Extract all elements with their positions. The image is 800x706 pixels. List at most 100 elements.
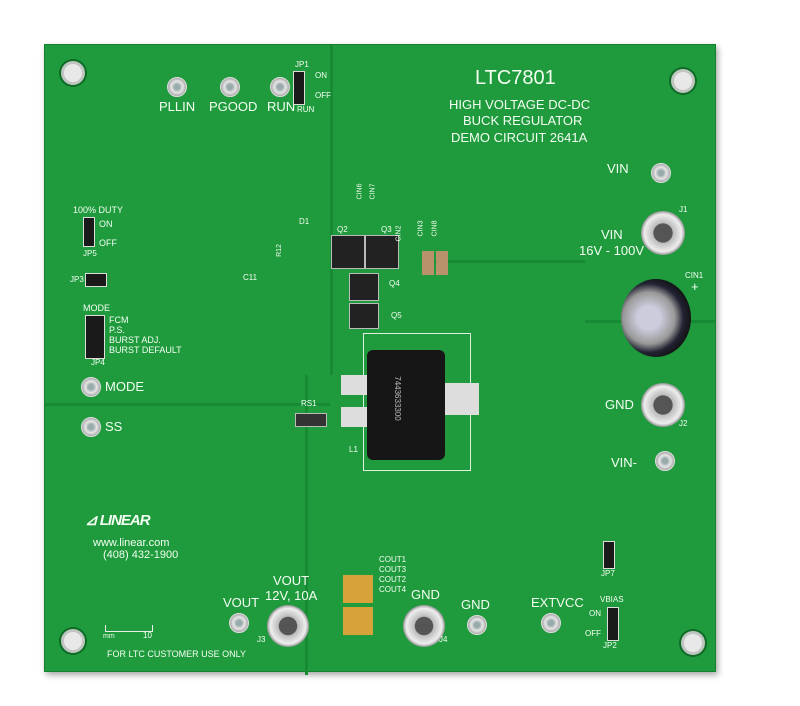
mosfet-q3 xyxy=(365,235,399,269)
label: JP7 xyxy=(601,569,615,578)
label: C11 xyxy=(243,273,258,282)
vout-banana-jack[interactable] xyxy=(267,605,309,647)
label: L1 xyxy=(349,445,358,454)
label: ON xyxy=(315,71,327,80)
label: VOUT xyxy=(223,595,260,610)
label: GND xyxy=(461,597,490,612)
label: CIN6 xyxy=(356,183,364,200)
jp3-jumper[interactable] xyxy=(85,273,107,287)
mode-test-point[interactable] xyxy=(81,377,101,397)
label: FCM xyxy=(109,315,129,325)
mounting-hole xyxy=(61,61,85,85)
vin-test-point[interactable] xyxy=(651,163,671,183)
label: VIN xyxy=(607,161,629,176)
pgood-label: PGOOD xyxy=(209,99,258,114)
trace xyxy=(45,403,330,406)
label: COUT1 xyxy=(379,555,407,564)
jp5-jumper[interactable] xyxy=(83,217,95,247)
output-capacitor xyxy=(343,575,373,603)
inductor-l1: 7443633300 xyxy=(367,350,445,460)
subtitle-line: HIGH VOLTAGE DC-DC xyxy=(449,97,591,112)
label: VOUT xyxy=(273,573,310,588)
label: CIN8 xyxy=(431,220,439,237)
pcb-board: LTC7801 HIGH VOLTAGE DC-DC BUCK REGULATO… xyxy=(44,44,716,675)
label: EXTVCC xyxy=(531,595,584,610)
label: GND xyxy=(411,587,440,602)
label: BURST ADJ. xyxy=(109,335,161,345)
label: J2 xyxy=(679,419,688,428)
label: CIN1 xyxy=(685,271,704,280)
label: JP4 xyxy=(91,358,105,367)
label: JP5 xyxy=(83,249,97,258)
label: VIN xyxy=(601,227,623,242)
capacitor xyxy=(436,251,448,275)
subtitle-line: DEMO CIRCUIT 2641A xyxy=(451,130,588,145)
output-capacitor xyxy=(343,607,373,635)
label: RUN xyxy=(297,105,315,114)
bulk-capacitor-cin1 xyxy=(621,279,691,357)
jp4-jumper[interactable] xyxy=(85,315,105,359)
jp2-jumper[interactable] xyxy=(607,607,619,641)
sense-resistor xyxy=(295,413,327,427)
label: JP2 xyxy=(603,641,617,650)
gnd-test-point[interactable] xyxy=(467,615,487,635)
label: GND xyxy=(605,397,634,412)
label: ON xyxy=(99,219,113,229)
mosfet-q2 xyxy=(331,235,365,269)
customer-note: FOR LTC CUSTOMER USE ONLY xyxy=(107,649,247,659)
label: J4 xyxy=(439,635,448,644)
website-label: www.linear.com xyxy=(93,537,170,549)
label: RS1 xyxy=(301,399,317,408)
jp7-jumper[interactable] xyxy=(603,541,615,569)
label: OFF xyxy=(315,91,331,100)
label: Q3 xyxy=(381,225,392,234)
run-label: RUN xyxy=(267,99,296,114)
subtitle-line: BUCK REGULATOR xyxy=(463,113,583,128)
label: CIN2 xyxy=(395,225,403,242)
label: R12 xyxy=(275,244,283,257)
label: ON xyxy=(589,609,601,618)
label: J1 xyxy=(679,205,688,214)
pllin-test-point[interactable] xyxy=(167,77,187,97)
label: 16V - 100V xyxy=(579,243,645,258)
trace xyxy=(435,260,585,263)
pad xyxy=(341,407,373,427)
jp1-jumper[interactable] xyxy=(293,71,305,105)
inductor-marking: 7443633300 xyxy=(392,376,402,421)
label: D1 xyxy=(299,217,310,226)
label: VIN- xyxy=(611,455,637,470)
vout-test-point[interactable] xyxy=(229,613,249,633)
label: + xyxy=(691,279,699,294)
label: Q4 xyxy=(389,279,400,288)
phone-label: (408) 432-1900 xyxy=(103,549,179,561)
label: COUT4 xyxy=(379,585,407,594)
extvcc-test-point[interactable] xyxy=(541,613,561,633)
capacitor xyxy=(422,251,434,275)
pad xyxy=(445,383,479,415)
run-test-point[interactable] xyxy=(270,77,290,97)
mounting-hole xyxy=(681,631,705,655)
vin-minus-test-point[interactable] xyxy=(655,451,675,471)
pad xyxy=(341,375,373,395)
linear-logo: ⊿ LINEAR xyxy=(85,512,151,529)
label: J3 xyxy=(257,635,266,644)
pgood-test-point[interactable] xyxy=(220,77,240,97)
mm-ruler xyxy=(105,625,153,632)
label: CIN3 xyxy=(417,220,425,237)
mosfet-q5 xyxy=(349,303,379,329)
duty-label: 100% DUTY xyxy=(73,205,124,215)
gnd-banana-jack[interactable] xyxy=(403,605,445,647)
label: BURST DEFAULT xyxy=(109,345,182,355)
mounting-hole xyxy=(671,69,695,93)
jp1-label: JP1 xyxy=(295,60,309,69)
label: Q5 xyxy=(391,311,402,320)
label: COUT3 xyxy=(379,565,407,574)
label: 10 xyxy=(143,631,152,640)
label: CIN7 xyxy=(369,183,377,200)
label: JP3 xyxy=(70,275,84,284)
label: 12V, 10A xyxy=(265,588,318,603)
gnd-banana-jack[interactable] xyxy=(641,383,685,427)
vin-banana-jack[interactable] xyxy=(641,211,685,255)
ss-test-point[interactable] xyxy=(81,417,101,437)
trace xyxy=(330,45,333,375)
